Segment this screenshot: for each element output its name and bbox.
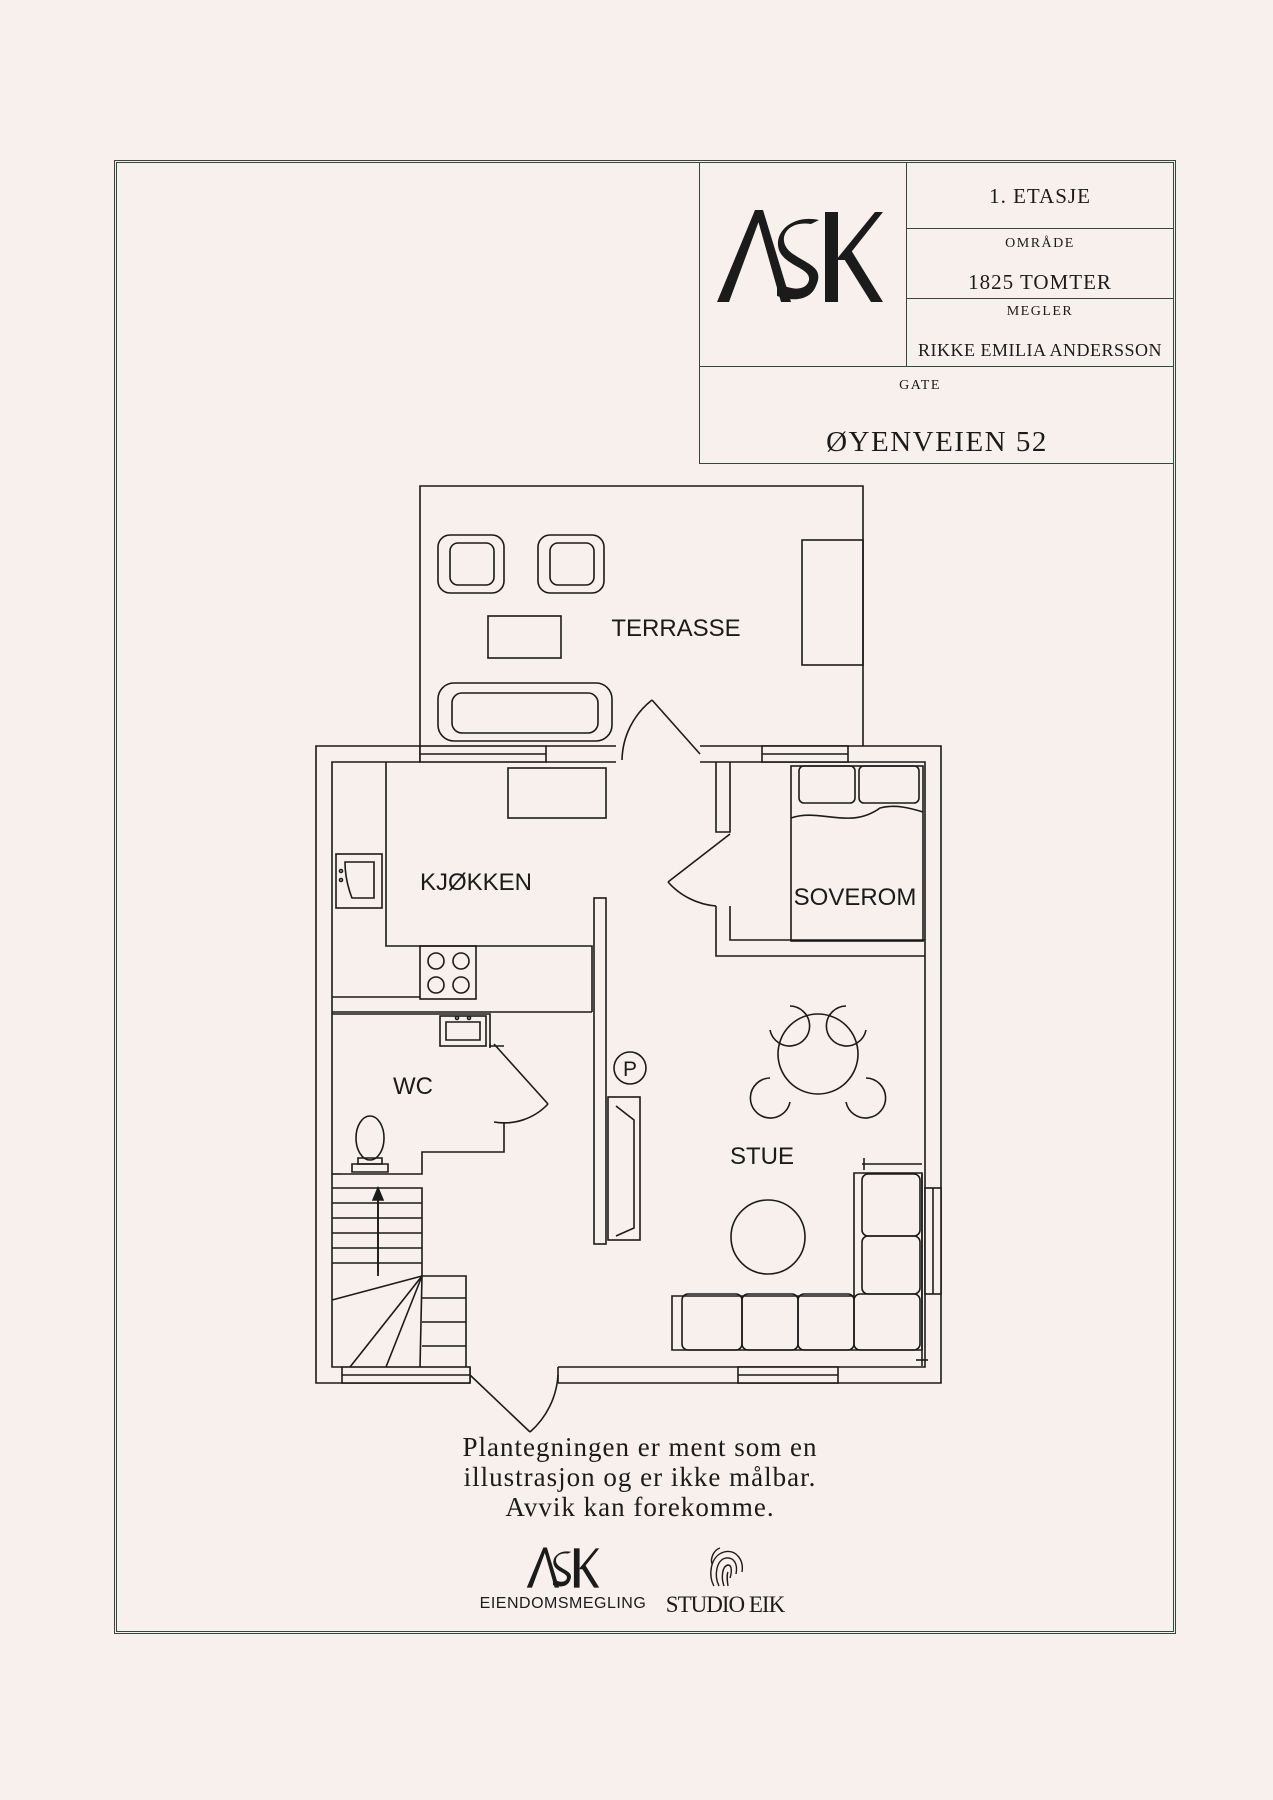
parking-marker: P: [623, 1058, 637, 1081]
outdoor-chair: [537, 534, 605, 594]
sheet-frame: [114, 160, 1176, 1634]
disclaimer-line: Avvik kan forekomme.: [505, 1492, 775, 1522]
room-label-living: STUE: [730, 1143, 794, 1170]
ask-logo: [526, 1547, 600, 1588]
title-divider: [906, 298, 1174, 299]
room-label-kitchen: KJØKKEN: [420, 869, 532, 896]
broker-caption: MEGLER: [1006, 304, 1074, 319]
kitchen-room: [332, 762, 607, 1013]
wc-room: [332, 1013, 549, 1175]
brand-tagline: EIENDOMSMEGLING: [479, 1595, 647, 1612]
terrace-door: [621, 699, 701, 761]
bedroom-room: [667, 762, 925, 957]
outdoor-sofa: [437, 682, 613, 742]
studio-eik-logo: STUDIO EIK: [660, 1540, 790, 1620]
street-address: ØYENVEIEN 52: [826, 426, 1048, 458]
title-divider-vertical: [906, 162, 907, 366]
disclaimer-line: illustrasjon og er ikke målbar.: [463, 1462, 817, 1492]
broker-name: RIKKE EMILIA ANDERSSON: [917, 340, 1162, 360]
corner-sofa: [671, 1158, 928, 1366]
room-label-bedroom: SOVEROM: [794, 884, 917, 911]
parking-marker-circle: [613, 1051, 647, 1085]
area-caption: OMRÅDE: [1005, 236, 1075, 251]
partner-name: STUDIO EIK: [665, 1592, 785, 1617]
ask-footer-logo: EIENDOMSMEGLING: [478, 1540, 648, 1620]
staircase: [331, 1185, 467, 1368]
outdoor-chair: [437, 534, 505, 594]
fingerprint-icon: [710, 1547, 743, 1587]
entrance-door: [469, 1374, 559, 1433]
coffee-table: [730, 1199, 806, 1275]
street-caption: GATE: [899, 378, 941, 393]
ask-logo: [717, 210, 883, 302]
floor-label: 1. ETASJE: [989, 184, 1091, 208]
terrace-area: [419, 485, 864, 746]
disclaimer: Plantegningen er ment som en illustrasjo…: [380, 1432, 900, 1522]
room-label-wc: WC: [393, 1073, 433, 1100]
central-partition: [593, 897, 641, 1245]
title-block: 1. ETASJE OMRÅDE 1825 TOMTER MEGLER RIKK…: [699, 162, 1174, 464]
area-value: 1825 TOMTER: [968, 270, 1112, 294]
outdoor-table: [487, 615, 562, 659]
dining-set: [749, 1005, 887, 1119]
title-divider: [700, 366, 1174, 367]
disclaimer-line: Plantegningen er ment som en: [462, 1432, 818, 1462]
room-label-terrace: TERRASSE: [611, 615, 740, 642]
title-divider: [906, 228, 1174, 229]
